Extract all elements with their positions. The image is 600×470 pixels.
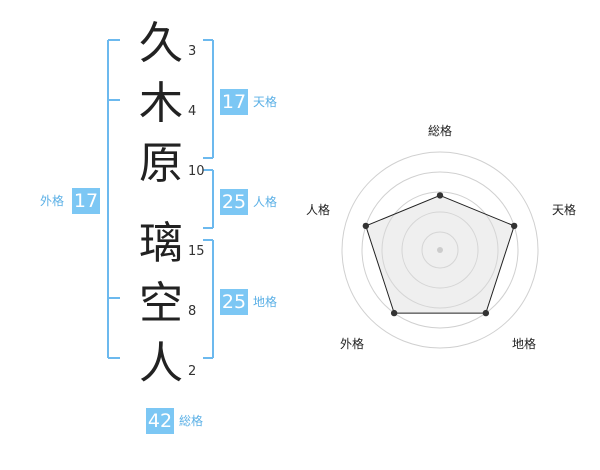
stroke-count-5: 8 <box>188 304 197 319</box>
radar-polygon <box>365 194 515 314</box>
radar-ring-3 <box>381 191 499 309</box>
radar-chart <box>341 151 539 349</box>
jinkaku-label: 人格 <box>253 195 278 209</box>
radar-center-dot <box>437 247 443 253</box>
stroke-count-3: 10 <box>188 164 205 179</box>
radar-label-chikaku: 地格 <box>511 337 536 351</box>
radar-label-gaikaku: 外格 <box>339 337 364 351</box>
name-char-6: 人 <box>139 338 183 389</box>
radar-ring-5 <box>341 151 539 349</box>
gaikaku-badge: 17 <box>72 188 100 214</box>
name-char-3: 原 <box>139 138 183 189</box>
radar-point-3 <box>482 309 490 317</box>
soukaku-label: 総格 <box>179 414 204 428</box>
name-char-1: 久 <box>139 18 183 69</box>
jinkaku-badge: 25 <box>220 189 248 215</box>
stroke-count-1: 3 <box>188 44 197 59</box>
radar-point-1 <box>436 192 444 199</box>
radar-label-jinkaku: 人格 <box>305 203 330 217</box>
soukaku-badge: 42 <box>146 408 174 434</box>
radar-point-5 <box>362 222 370 230</box>
radar-point-4 <box>390 309 398 317</box>
radar-ring-4 <box>361 171 519 329</box>
radar-ring-2 <box>401 211 479 289</box>
chikaku-badge: 25 <box>220 289 248 315</box>
tenkaku-badge: 17 <box>220 89 248 115</box>
name-char-5: 空 <box>139 278 183 329</box>
chikaku-label: 地格 <box>253 295 278 309</box>
stroke-count-6: 2 <box>188 364 197 379</box>
radar-point-2 <box>510 222 518 230</box>
radar-label-soukaku: 総格 <box>427 124 452 138</box>
stroke-count-2: 4 <box>188 104 197 119</box>
gaikaku-label: 外格 <box>40 194 65 208</box>
stroke-count-4: 15 <box>188 244 205 259</box>
radar-label-tenkaku: 天格 <box>551 203 576 217</box>
radar-ring-1 <box>421 231 459 269</box>
name-char-4: 璃 <box>139 218 183 269</box>
name-char-2: 木 <box>139 78 183 129</box>
tenkaku-label: 天格 <box>253 95 278 109</box>
